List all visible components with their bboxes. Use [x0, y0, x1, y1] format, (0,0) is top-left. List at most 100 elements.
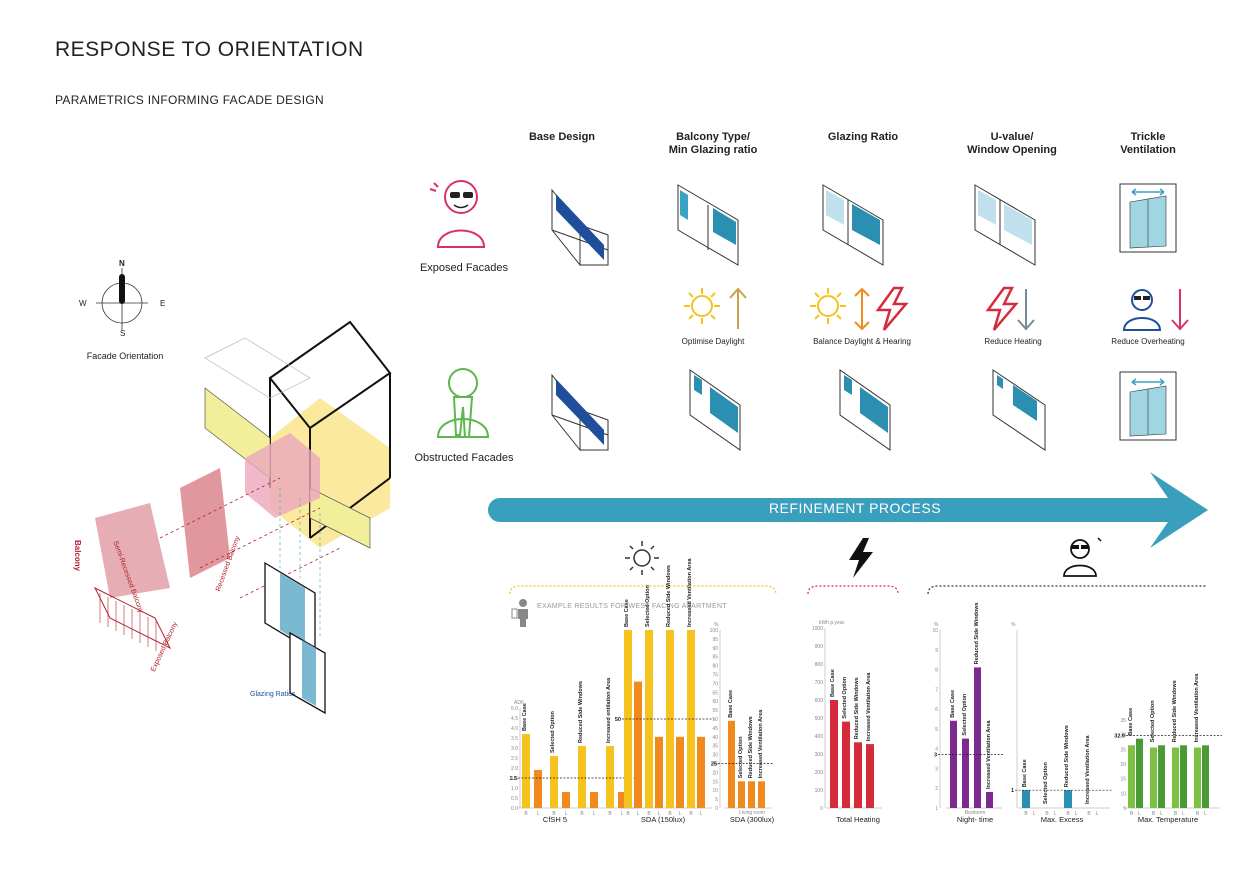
chart-4-ytick: 10 — [932, 628, 938, 634]
chart-3-category-label: Selected Option — [842, 676, 848, 719]
chart-6-ytick: 5 — [1123, 806, 1126, 812]
column-header-u-value: U-value/Window Opening — [967, 131, 1057, 156]
chart-5-category-label: Base Case — [1022, 759, 1028, 787]
facade-glazing-obstructed-icon — [839, 369, 891, 451]
chart-0-ytick: 0.5 — [511, 796, 518, 802]
chart-0-bar-reduced-side-windows-l — [590, 792, 598, 808]
daylight-sun-icon — [625, 541, 659, 575]
chart-2-ytick: 80 — [712, 664, 718, 670]
chart-1-xtick: L — [637, 811, 640, 817]
chart-1-title: SDA (150lux) — [641, 815, 686, 824]
facade-uvalue-exposed-icon — [974, 184, 1036, 266]
reduce-heating-icon — [985, 286, 1035, 331]
chart-2-ytick: 50 — [712, 717, 718, 723]
chart-3-category-label: Reduced Side Windows — [854, 677, 860, 739]
compass-icon — [96, 268, 148, 330]
chart-4-ytick: 9 — [935, 648, 938, 654]
chart-5-category-label: Reduced Side Windows — [1064, 725, 1070, 787]
chart-0-ytick: 2.0 — [511, 766, 518, 772]
reduce-overheating-icon — [1122, 289, 1189, 331]
chart-2-ytick: 65 — [712, 690, 718, 696]
chart-6-xtick: B — [1152, 811, 1156, 817]
chart-0-ylabel: ADF — [514, 700, 524, 706]
chart-5-bar-reduced-side-windows — [1064, 790, 1072, 808]
compass-west: W — [79, 299, 87, 308]
chart-6-ytick: 15 — [1120, 777, 1126, 783]
cold-person-icon — [436, 368, 490, 438]
chart-0-ytick: 2.5 — [511, 756, 518, 762]
chart-2-ytick: 5 — [715, 797, 718, 803]
chart-4-threshold-label: 3 — [934, 753, 937, 759]
chart-0-xtick: L — [565, 811, 568, 817]
chart-6-xtick: L — [1182, 811, 1185, 817]
page-title: RESPONSE TO ORIENTATION — [55, 38, 364, 61]
chart-1-category-label: Reduced Side Windows — [666, 565, 672, 627]
sun-heat-icon — [810, 286, 909, 331]
chart-1-bar-selected-option-b — [645, 630, 653, 808]
chart-6-ytick: 25 — [1120, 747, 1126, 753]
refinement-label: REFINEMENT PROCESS — [768, 500, 942, 516]
trickle-vent-exposed-icon — [1119, 183, 1177, 253]
refinement-arrow — [488, 472, 1208, 548]
chart-6-bar-base-case-l — [1136, 738, 1143, 808]
chart-6-bar-base-case-b — [1128, 745, 1135, 808]
chart-4-ytick: 6 — [935, 707, 938, 713]
column-header-balcony-type: Balcony Type/Min Glazing ratio — [668, 131, 758, 156]
chart-4-bar-selected-option — [962, 738, 969, 808]
section-brackets — [509, 585, 1206, 595]
chart-2-threshold-label: 25 — [711, 762, 717, 768]
chart-2-ytick: 20 — [712, 770, 718, 776]
chart-2-bar-selected-option — [738, 781, 745, 808]
chart-3-category-label: Base Case — [830, 669, 836, 697]
label-glazing-ratios: Glazing Ratios — [250, 691, 296, 698]
chart-5-category-label: Increased Ventilation Area — [1085, 734, 1091, 804]
chart-3-ytick: 600 — [815, 698, 824, 704]
chart-2-ytick: 75 — [712, 673, 718, 679]
column-header-glazing-ratio: Glazing Ratio — [827, 131, 899, 143]
hot-person-icon — [429, 180, 486, 248]
chart-3-ytick: 900 — [815, 644, 824, 650]
chart-1-bar-increased-ventilation-area-l — [697, 736, 705, 808]
compass-caption: Facade Orientation — [86, 351, 164, 361]
chart-6-category-label: Base Case — [1128, 708, 1134, 736]
chart-5-ylabel: % — [1011, 622, 1016, 628]
heating-bolt-icon — [849, 538, 873, 578]
chart-6-title: Max. Temperature — [1138, 815, 1198, 824]
chart-3-category-label: Increased Ventilation Area — [866, 672, 872, 742]
chart-3-ytick: 200 — [815, 770, 824, 776]
chart-2-ytick: 60 — [712, 699, 718, 705]
chart-1-threshold-label: 50 — [615, 717, 621, 723]
facade-base-exposed-icon — [551, 188, 609, 267]
chart-3-ytick: 0 — [820, 806, 823, 812]
chart-5-bar-base-case — [1022, 790, 1030, 808]
chart-0-title: CfSH 5 — [543, 815, 567, 824]
overheating-person-icon — [1063, 537, 1102, 577]
person-standing-icon — [511, 599, 528, 627]
chart-6-bar-reduced-side-windows-l — [1180, 745, 1187, 808]
chart-6-bar-selected-option-b — [1150, 747, 1157, 808]
chart-6-ytick: 20 — [1120, 762, 1126, 768]
chart-6-threshold-label: 32.9 — [1114, 734, 1125, 740]
compass-north: N — [119, 259, 125, 268]
chart-5-xtick: B — [1087, 811, 1091, 817]
facade-balcony-obstructed-icon — [689, 369, 741, 451]
chart-3-ytick: 100 — [815, 788, 824, 794]
facade-base-obstructed-icon — [551, 373, 609, 452]
chart-2-ytick: 55 — [712, 708, 718, 714]
chart-0-ytick: 0.0 — [511, 806, 518, 812]
chart-2-ytick: 25 — [712, 762, 718, 768]
chart-1-xtick: B — [668, 811, 672, 817]
chart-4-ytick: 3 — [935, 766, 938, 772]
chart-4-category-label: Reduced Side Windows — [974, 602, 980, 664]
chart-3-bar-reduced-side-windows — [854, 742, 862, 808]
chart-3-ytick: 800 — [815, 662, 824, 668]
chart-3-bar-increased-ventilation-area — [866, 744, 874, 808]
chart-0-category-label: Selected Option — [550, 710, 556, 753]
chart-0-ytick: 1.5 — [511, 776, 518, 782]
chart-4-bar-reduced-side-windows — [974, 667, 981, 808]
chart-2-ytick: 100 — [710, 628, 719, 634]
chart-0-xtick: B — [552, 811, 556, 817]
chart-1-category-label: Selected Option — [645, 584, 651, 627]
chart-2-ytick: 95 — [712, 637, 718, 643]
